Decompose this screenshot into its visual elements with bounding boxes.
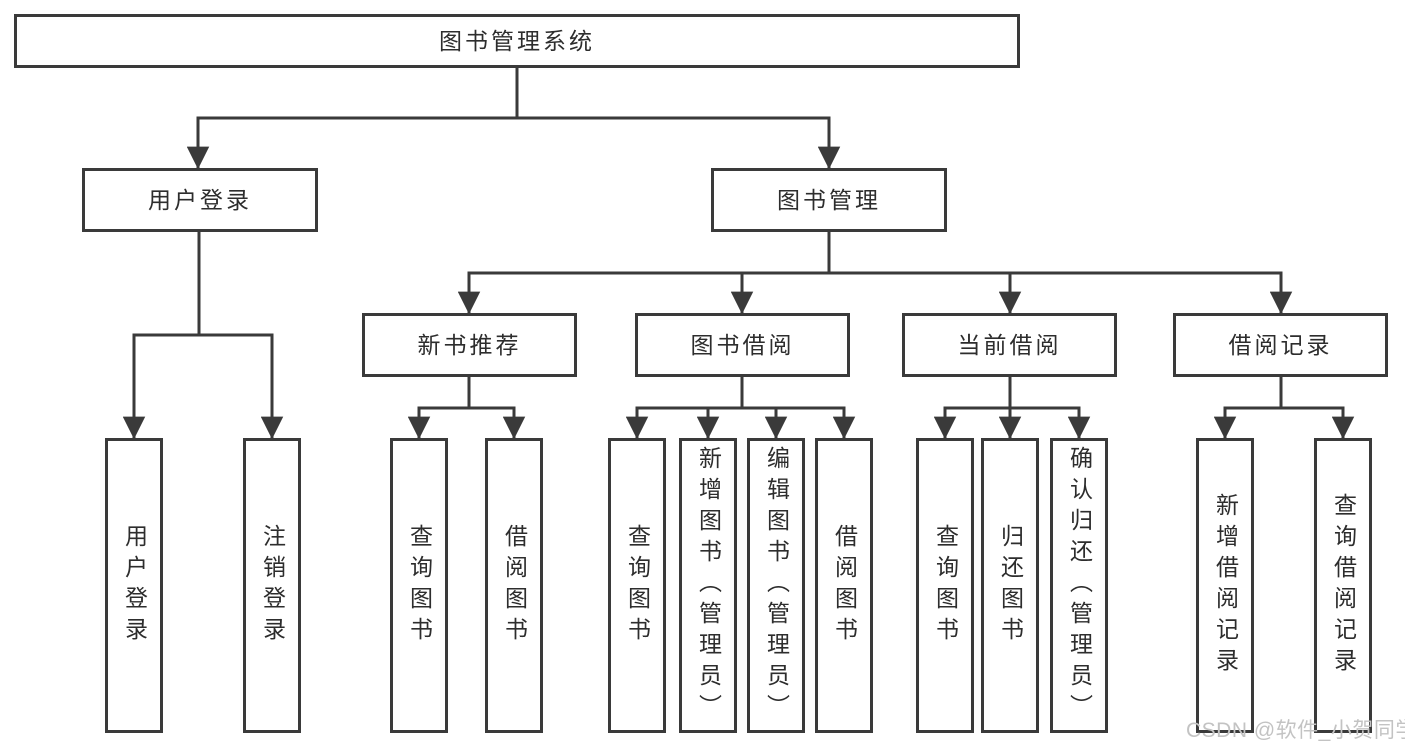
- leaf-return-books: 归还图书: [981, 438, 1039, 733]
- node-user-login: 用户登录: [82, 168, 318, 232]
- leaf-add-books-admin: 新增图书（管理员）: [679, 438, 737, 733]
- node-book-borrowing: 图书借阅: [635, 313, 850, 377]
- leaf-query-books-borrowing: 查询图书: [608, 438, 666, 733]
- node-library-management-system: 图书管理系统: [14, 14, 1020, 68]
- leaf-logout: 注销登录: [243, 438, 301, 733]
- leaf-query-books-recommendation: 查询图书: [390, 438, 448, 733]
- leaf-user-login: 用户登录: [105, 438, 163, 733]
- node-current-borrowing: 当前借阅: [902, 313, 1117, 377]
- leaf-confirm-return-admin: 确认归还（管理员）: [1050, 438, 1108, 733]
- leaf-borrow-books-recommendation: 借阅图书: [485, 438, 543, 733]
- leaf-add-borrow-record: 新增借阅记录: [1196, 438, 1254, 733]
- leaf-borrow-books-borrowing: 借阅图书: [815, 438, 873, 733]
- leaf-query-borrow-record: 查询借阅记录: [1314, 438, 1372, 733]
- node-borrowing-records: 借阅记录: [1173, 313, 1388, 377]
- leaf-edit-books-admin: 编辑图书（管理员）: [747, 438, 805, 733]
- node-new-book-recommendation: 新书推荐: [362, 313, 577, 377]
- node-book-management: 图书管理: [711, 168, 947, 232]
- leaf-query-books-current: 查询图书: [916, 438, 974, 733]
- csdn-watermark: CSDN @软件_小贺同学: [1186, 719, 1405, 742]
